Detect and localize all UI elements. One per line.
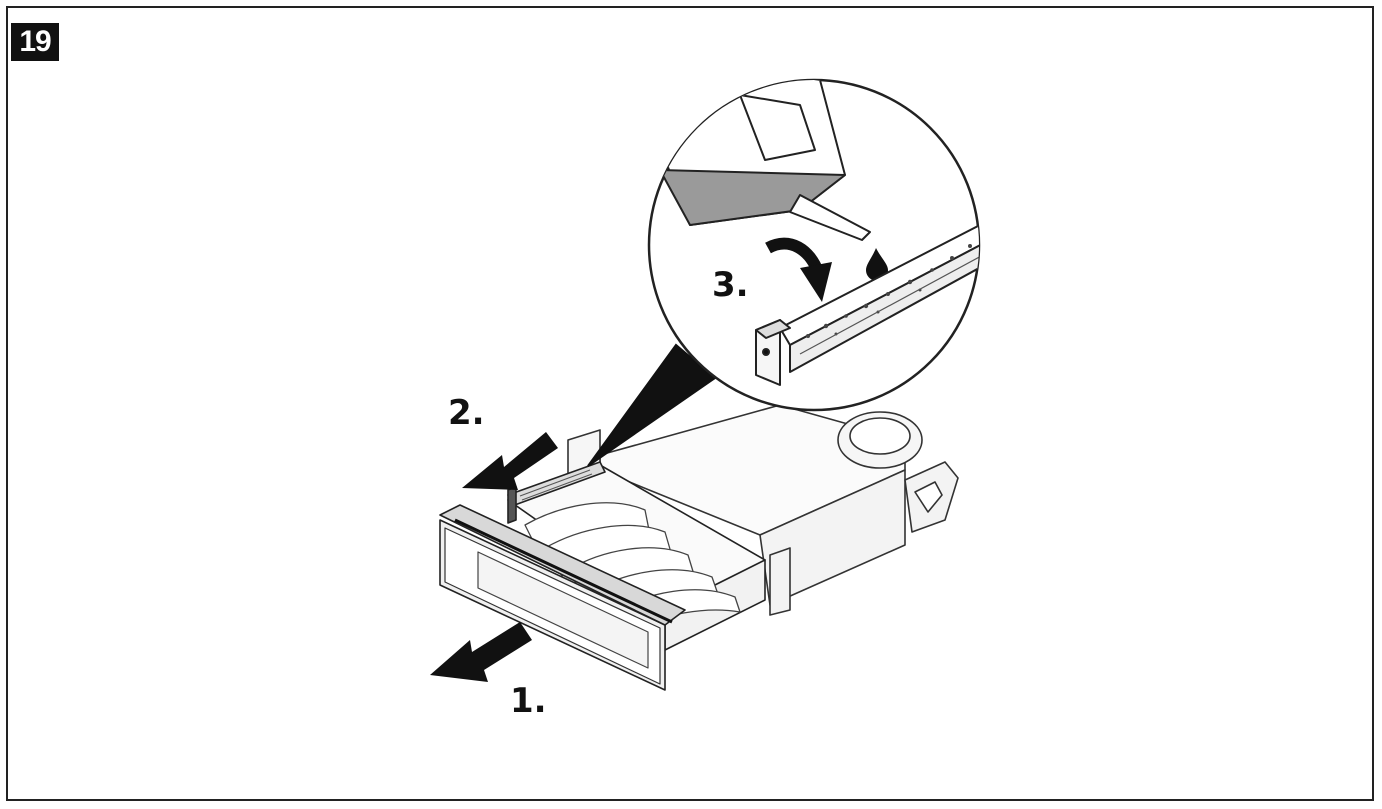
- figure-number: 19: [11, 23, 59, 61]
- oil-container: [649, 80, 871, 241]
- warming-drawer: [439, 461, 766, 691]
- step-2-label: 2.: [448, 393, 485, 433]
- pull-drawer-arrow-icon: [430, 622, 532, 682]
- detail-magnifier: [647, 78, 981, 412]
- step-1-label: 1.: [510, 681, 547, 721]
- step-3-label: 3.: [712, 265, 749, 305]
- drawer-rail-detail: [755, 224, 979, 386]
- oil-drop-icon: [866, 248, 888, 281]
- pull-rail-arrow-icon: [462, 432, 558, 490]
- apply-oil-arrow-icon: [765, 237, 832, 302]
